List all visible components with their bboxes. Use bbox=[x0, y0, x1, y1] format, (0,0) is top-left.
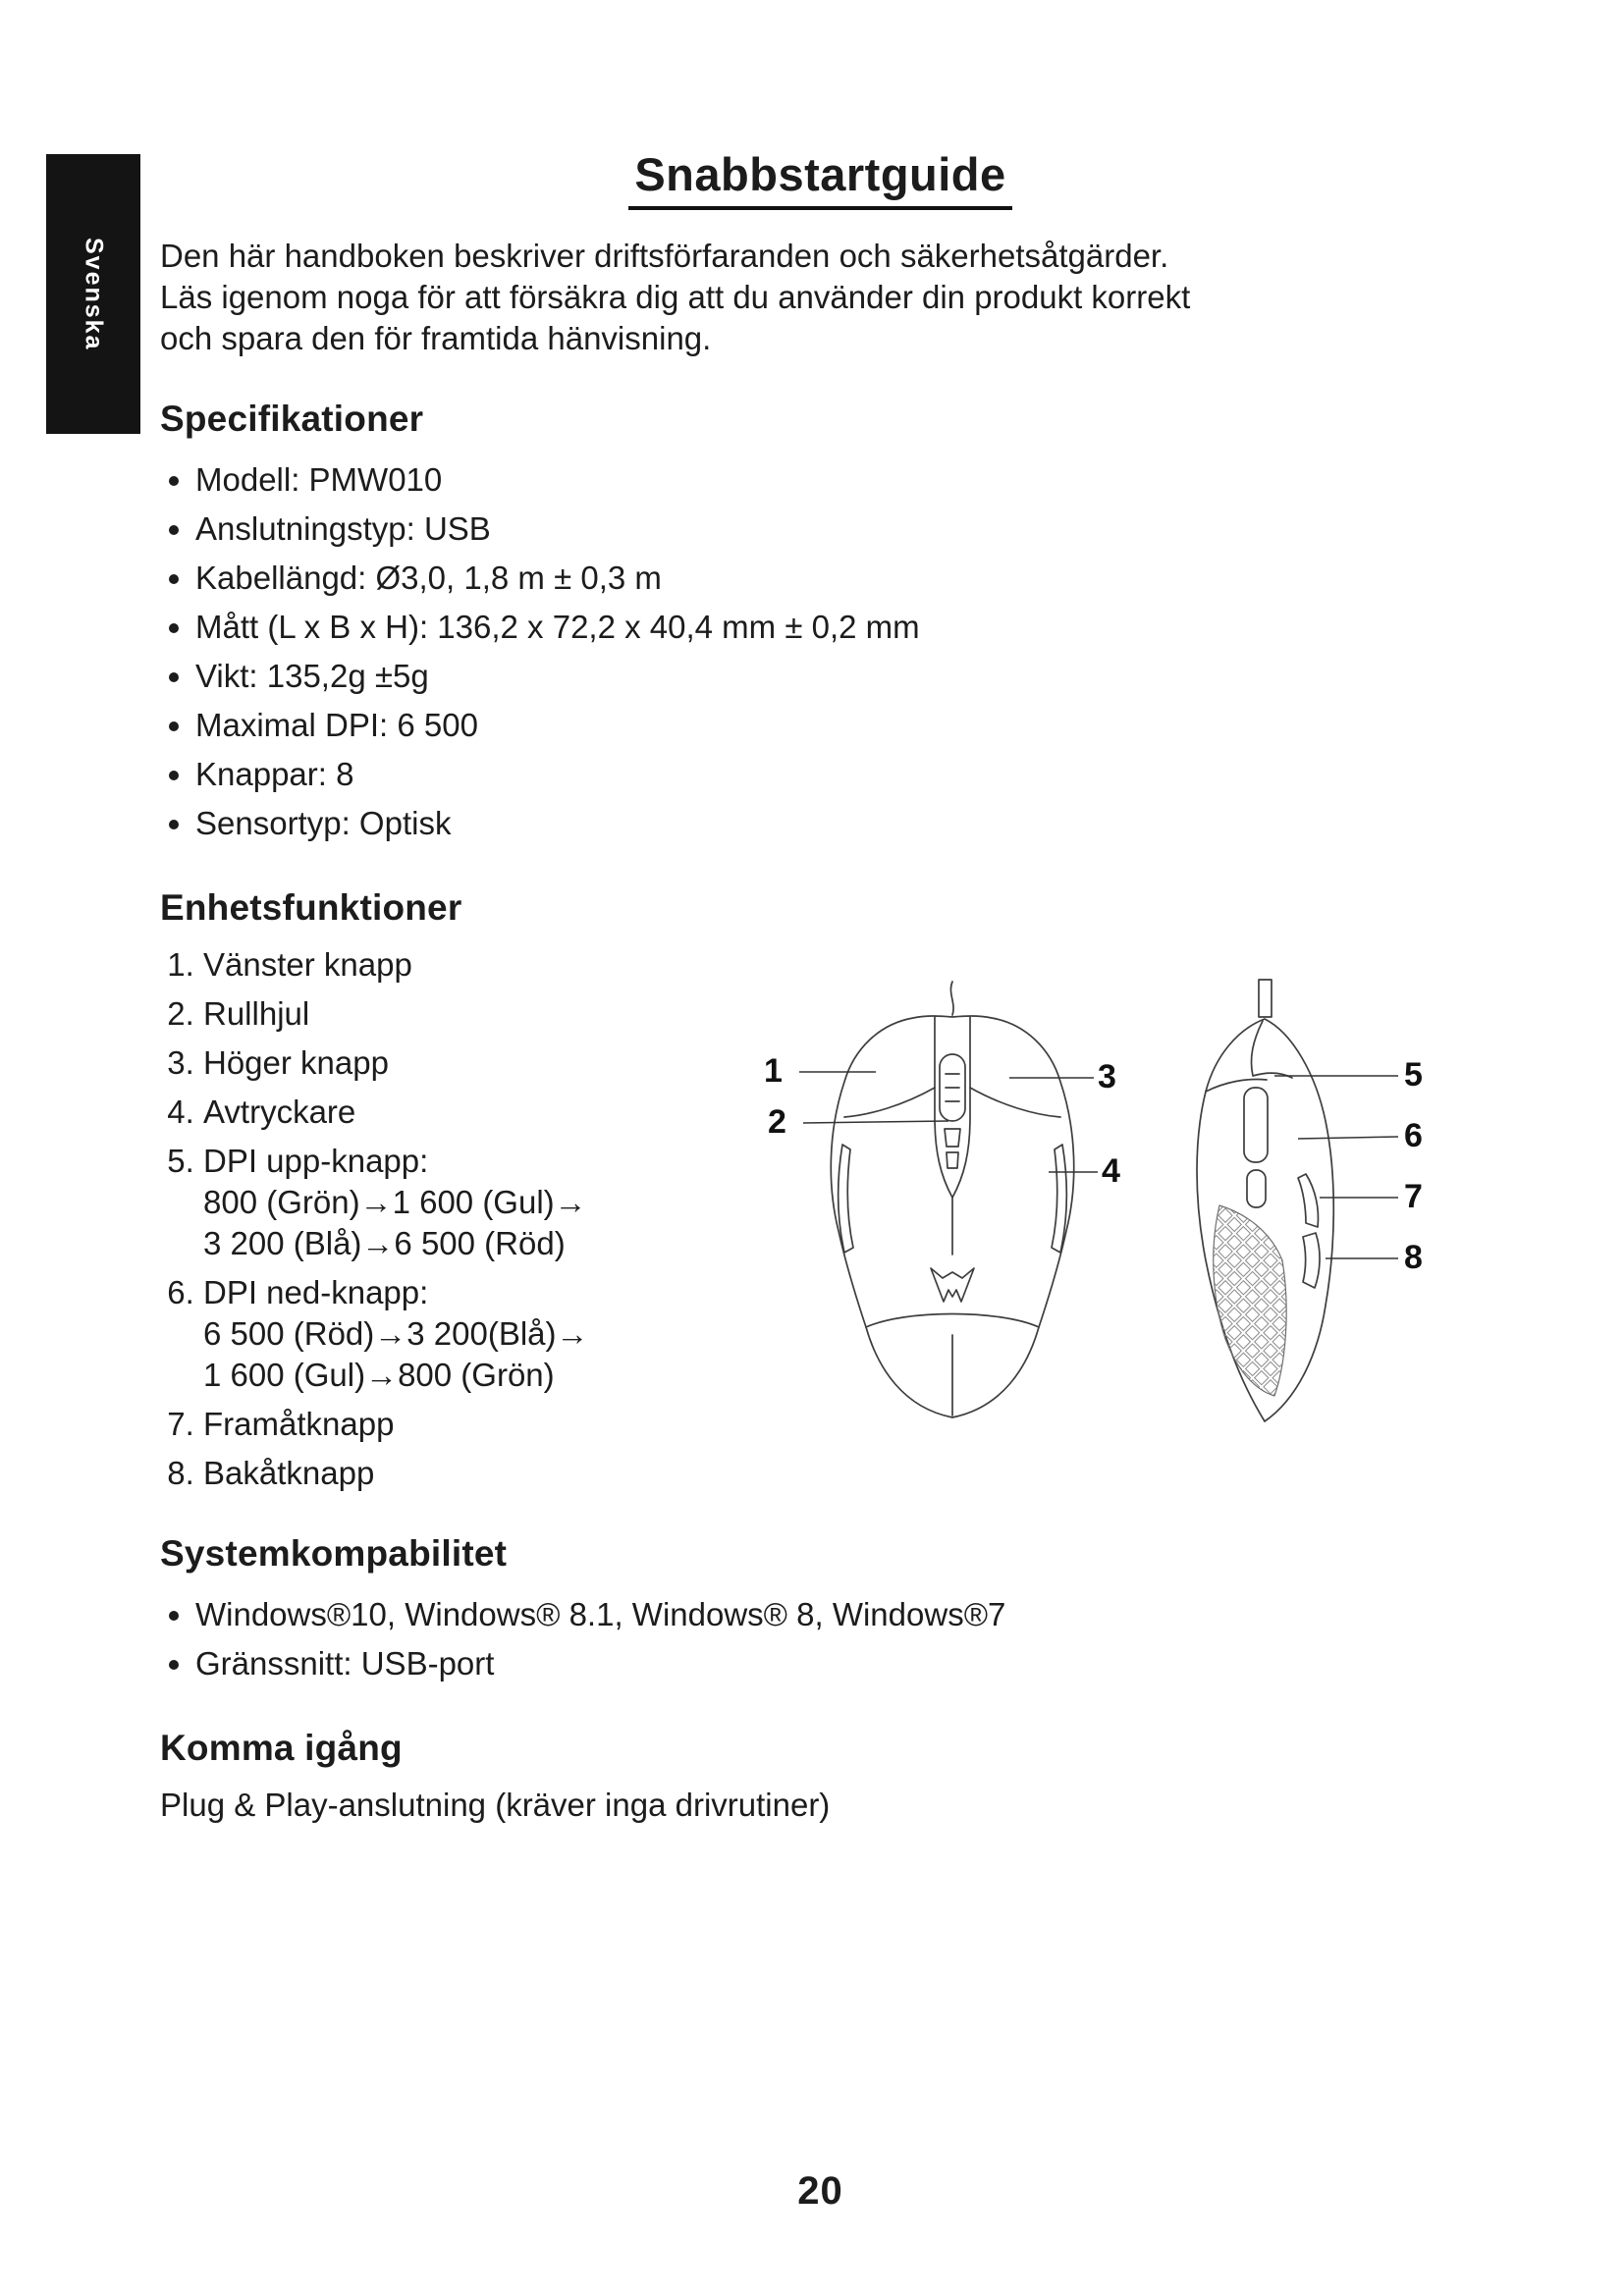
callout-label-1: 1 bbox=[764, 1052, 783, 1090]
getting-started-text: Plug & Play-anslutning (kräver inga driv… bbox=[160, 1787, 831, 1823]
function-item: Bakåtknapp bbox=[203, 1453, 730, 1494]
specifications-list: Modell: PMW010 Anslutningstyp: USB Kabel… bbox=[160, 455, 1481, 848]
language-tab-label: Svenska bbox=[80, 237, 108, 351]
intro-line: Den här handboken beskriver driftsförfar… bbox=[160, 238, 1169, 274]
page-number: 20 bbox=[797, 2169, 843, 2213]
system-compatibility-list: Windows®10, Windows® 8.1, Windows® 8, Wi… bbox=[160, 1590, 1481, 1688]
function-line: DPI upp-knapp: bbox=[203, 1143, 429, 1179]
function-line: Höger knapp bbox=[203, 1044, 389, 1081]
callout-label-2: 2 bbox=[768, 1103, 786, 1141]
intro-line: och spara den för framtida hänvisning. bbox=[160, 320, 712, 356]
function-line: DPI ned-knapp: bbox=[203, 1274, 429, 1310]
intro-paragraph: Den här handboken beskriver driftsförfar… bbox=[160, 236, 1481, 359]
device-functions-heading: Enhetsfunktioner bbox=[160, 887, 462, 928]
callout-label-4: 4 bbox=[1102, 1152, 1120, 1190]
mouse-top-view bbox=[830, 981, 1075, 1418]
mouse-diagram-drawing bbox=[799, 979, 1399, 1422]
spec-item: Modell: PMW010 bbox=[195, 455, 1481, 505]
page-title: Snabbstartguide bbox=[160, 147, 1481, 210]
function-item: DPI upp-knapp: 800 (Grön)→1 600 (Gul)→ 3… bbox=[203, 1141, 730, 1264]
callout-label-5: 5 bbox=[1404, 1056, 1423, 1094]
callout-label-7: 7 bbox=[1404, 1178, 1423, 1215]
function-line: 3 200 (Blå)→6 500 (Röd) bbox=[203, 1225, 566, 1261]
mouse-side-view bbox=[1196, 979, 1335, 1422]
function-line: 6 500 (Röd)→3 200(Blå)→ bbox=[203, 1315, 589, 1352]
compat-item: Windows®10, Windows® 8.1, Windows® 8, Wi… bbox=[195, 1590, 1481, 1639]
page-content: Snabbstartguide Den här handboken beskri… bbox=[160, 147, 1481, 1826]
compat-item: Gränssnitt: USB-port bbox=[195, 1639, 1481, 1688]
callout-label-3: 3 bbox=[1098, 1058, 1116, 1095]
function-item: Framåtknapp bbox=[203, 1404, 730, 1445]
function-line: 1 600 (Gul)→800 (Grön) bbox=[203, 1357, 555, 1393]
mouse-diagram: 1 2 3 4 5 6 7 8 bbox=[756, 972, 1483, 1472]
function-item: Rullhjul bbox=[203, 993, 730, 1035]
device-functions-list: Vänster knapp Rullhjul Höger knapp Avtry… bbox=[160, 944, 730, 1494]
callout-label-6: 6 bbox=[1404, 1117, 1423, 1154]
function-line: Rullhjul bbox=[203, 995, 310, 1032]
spec-item: Sensortyp: Optisk bbox=[195, 799, 1481, 848]
function-item: DPI ned-knapp: 6 500 (Röd)→3 200(Blå)→ 1… bbox=[203, 1272, 730, 1396]
getting-started-heading: Komma igång bbox=[160, 1728, 403, 1768]
spec-item: Anslutningstyp: USB bbox=[195, 505, 1481, 554]
function-line: Vänster knapp bbox=[203, 946, 412, 983]
function-line: Framåtknapp bbox=[203, 1406, 395, 1442]
function-line: Avtryckare bbox=[203, 1094, 356, 1130]
function-line: Bakåtknapp bbox=[203, 1455, 375, 1491]
function-item: Höger knapp bbox=[203, 1042, 730, 1084]
language-tab: Svenska bbox=[46, 154, 140, 434]
system-compatibility-heading: Systemkompabilitet bbox=[160, 1533, 508, 1574]
spec-item: Maximal DPI: 6 500 bbox=[195, 701, 1481, 750]
callout-lines bbox=[799, 1071, 1399, 1259]
intro-line: Läs igenom noga för att försäkra dig att… bbox=[160, 279, 1191, 315]
function-line: 800 (Grön)→1 600 (Gul)→ bbox=[203, 1184, 587, 1220]
spec-item: Kabellängd: Ø3,0, 1,8 m ± 0,3 m bbox=[195, 554, 1481, 603]
page-title-text: Snabbstartguide bbox=[628, 147, 1012, 210]
spec-item: Vikt: 135,2g ±5g bbox=[195, 652, 1481, 701]
spec-item: Mått (L x B x H): 136,2 x 72,2 x 40,4 mm… bbox=[195, 603, 1481, 652]
spec-item: Knappar: 8 bbox=[195, 750, 1481, 799]
function-item: Avtryckare bbox=[203, 1092, 730, 1133]
specifications-heading: Specifikationer bbox=[160, 399, 424, 439]
function-item: Vänster knapp bbox=[203, 944, 730, 986]
callout-label-8: 8 bbox=[1404, 1239, 1423, 1276]
